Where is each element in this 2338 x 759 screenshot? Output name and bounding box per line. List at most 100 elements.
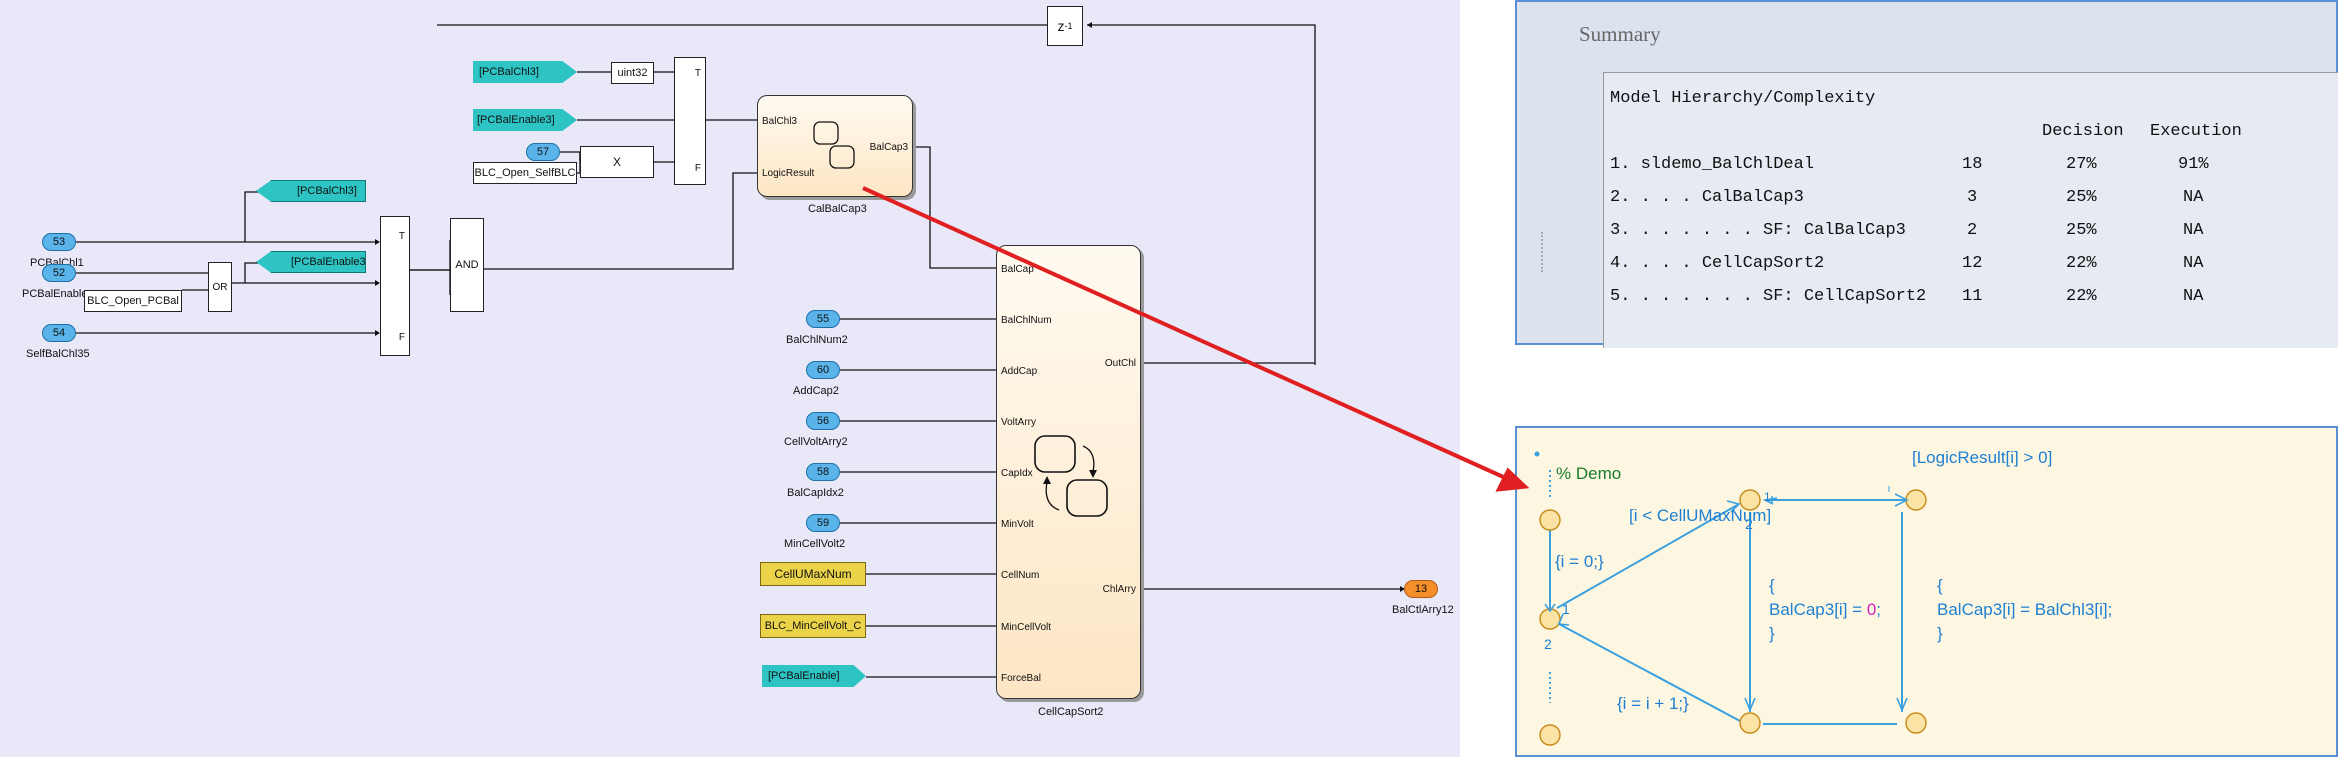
chart2-input-balchlnum: BalChlNum <box>1001 315 1052 326</box>
or-block[interactable]: OR <box>208 262 232 312</box>
chart1-output-balcap3: BalCap3 <box>869 142 908 153</box>
complexity-report: Model Hierarchy/Complexity Decision Exec… <box>1603 72 2338 348</box>
junction-1[interactable] <box>1539 509 1561 531</box>
simulink-canvas: 53 PCBalChl1 52 PCBalEnable 54 SelfBalCh… <box>0 0 1460 757</box>
row-1-name: 1. sldemo_BalChlDeal <box>1610 155 1815 174</box>
row-5-count: 11 <box>1962 287 1983 306</box>
inport-59[interactable]: 59 <box>806 514 840 532</box>
row-4-name: 4. . . . CellCapSort2 <box>1610 254 1825 273</box>
goto-pcbalchl3[interactable]: [PCBalChl3] <box>256 180 366 202</box>
inport-52[interactable]: 52 <box>42 264 76 282</box>
multiply-block[interactable]: X <box>580 146 654 178</box>
unit-delay-block[interactable]: z-1 <box>1047 6 1083 46</box>
chart-comment: % Demo <box>1556 464 1622 483</box>
row-1-decision: 27% <box>2066 155 2097 174</box>
inport-54[interactable]: 54 <box>42 324 76 342</box>
constant-blc-open-pcbal[interactable]: BLC_Open_PCBal <box>84 290 182 312</box>
junction-6[interactable] <box>1905 489 1927 511</box>
switch-1-true-label: T <box>398 231 405 242</box>
chart2-input-forcebal: ForceBal <box>1001 673 1042 684</box>
action-increment-i[interactable]: {i = i + 1;} <box>1617 694 1689 713</box>
inport-60[interactable]: 60 <box>806 361 840 379</box>
action-balcap3-zero-end: ; <box>1876 600 1882 619</box>
execution-order-1: 1 <box>1562 601 1570 617</box>
switch-1-false-label: F <box>398 332 405 343</box>
constant-cellumaxnum[interactable]: CellUMaxNum <box>760 562 866 586</box>
switch-2[interactable]: T F <box>674 57 706 185</box>
action-balcap3-assign[interactable]: BalCap3[i] = BalChl3[i]; <box>1937 600 2113 619</box>
guard-logicresult[interactable]: [LogicResult[i] > 0] <box>1912 448 2053 467</box>
inport-58[interactable]: 58 <box>806 463 840 481</box>
row-4-decision: 22% <box>2066 254 2097 273</box>
uint32-convert-block[interactable]: uint32 <box>611 62 654 84</box>
inport-52-label: PCBalEnable <box>22 288 88 300</box>
execution-order-top-1: 1 <box>1764 490 1771 504</box>
chart1-input-balchl3: BalChl3 <box>762 116 798 127</box>
row-3-name: 3. . . . . . . SF: CalBalCap3 <box>1610 221 1906 240</box>
junction-2[interactable] <box>1539 608 1561 630</box>
junction-4[interactable] <box>1739 489 1761 511</box>
from-pcbalchl3[interactable]: [PCBalChl3] <box>473 61 577 83</box>
row-2-name: 2. . . . CalBalCap3 <box>1610 188 1804 207</box>
action-right-open-brace: { <box>1937 576 1943 595</box>
junction-7[interactable] <box>1905 712 1927 734</box>
goto-pcbalenable3[interactable]: [PCBalEnable3] <box>256 251 366 273</box>
inport-57[interactable]: 57 <box>526 143 560 161</box>
from-pcbalenable[interactable]: [PCBalEnable] <box>762 665 866 687</box>
outport-13[interactable]: 13 <box>1404 580 1438 598</box>
row-3-decision: 25% <box>2066 221 2097 240</box>
col-execution-header: Execution <box>2150 122 2242 141</box>
signal-lines <box>72 22 1405 680</box>
chart2-output-chlarry: ChlArry <box>1102 584 1136 595</box>
from-pcbalenable3[interactable]: [PCBalEnable3] <box>473 109 577 131</box>
inport-54-label: SelfBalChl35 <box>26 348 90 360</box>
chart2-input-minvolt: MinVolt <box>1001 519 1034 530</box>
row-2-decision: 25% <box>2066 188 2097 207</box>
inport-56-label: CellVoltArry2 <box>784 436 848 448</box>
row-3-count: 2 <box>1967 221 1978 240</box>
row-1-execution: 91% <box>2178 155 2209 174</box>
execution-order-2: 2 <box>1544 636 1552 652</box>
chart2-name: CellCapSort2 <box>1038 706 1104 718</box>
row-1-count: 18 <box>1962 155 1983 174</box>
col-decision-header: Decision <box>2042 122 2124 141</box>
row-2-execution: NA <box>2183 188 2204 207</box>
guard-cellumaxnum[interactable]: [i < CellUMaxNum] <box>1629 506 1772 525</box>
inport-55[interactable]: 55 <box>806 310 840 328</box>
action-init-i[interactable]: {i = 0;} <box>1555 552 1604 571</box>
chart2-input-addcap: AddCap <box>1001 366 1038 377</box>
constant-blc-mincellvolt-c[interactable]: BLC_MinCellVolt_C <box>760 614 866 638</box>
inport-53[interactable]: 53 <box>42 233 76 251</box>
action-balcap3-zero[interactable]: BalCap3[i] = 0; <box>1769 600 1881 620</box>
stateflow-chart-icon <box>813 121 855 169</box>
inport-58-label: BalCapIdx2 <box>787 487 844 499</box>
outport-13-label: BalCtlArry12 <box>1392 604 1454 616</box>
action-balcap3-zero-value: 0 <box>1866 600 1877 619</box>
row-5-decision: 22% <box>2066 287 2097 306</box>
splitter-handle[interactable] <box>1541 232 1547 272</box>
constant-blc-open-selfblc[interactable]: BLC_Open_SelfBLC <box>473 162 577 184</box>
chart2-input-mincellvolt: MinCellVolt <box>1001 622 1052 633</box>
chart-calbalcap3[interactable]: BalChl3 LogicResult BalCap3 <box>757 95 913 197</box>
inport-60-label: AddCap2 <box>793 385 839 397</box>
row-5-name: 5. . . . . . . SF: CellCapSort2 <box>1610 287 1927 306</box>
stateflow-chart-icon <box>1034 435 1108 517</box>
row-4-count: 12 <box>1962 254 1983 273</box>
action-mid-open-brace: { <box>1769 576 1775 595</box>
switch-2-false-label: F <box>694 163 701 174</box>
switch-2-true-label: T <box>694 68 701 79</box>
unit-delay-exponent: -1 <box>1064 21 1073 31</box>
junction-3[interactable] <box>1539 724 1561 746</box>
switch-1[interactable]: T F <box>380 216 410 356</box>
junction-5[interactable] <box>1739 712 1761 734</box>
inport-56[interactable]: 56 <box>806 412 840 430</box>
execution-order-top-2: 2 <box>1745 516 1753 532</box>
and-block[interactable]: AND <box>450 218 484 312</box>
chart1-name: CalBalCap3 <box>808 203 867 215</box>
stateflow-flow-graph <box>1534 451 1927 746</box>
row-5-execution: NA <box>2183 287 2204 306</box>
inport-59-label: MinCellVolt2 <box>784 538 846 550</box>
default-transition-dot <box>1534 451 1540 457</box>
report-heading: Model Hierarchy/Complexity <box>1610 89 1876 108</box>
chart-cellcapsort2[interactable]: BalCap BalChlNum AddCap VoltArry CapIdx … <box>996 245 1141 699</box>
